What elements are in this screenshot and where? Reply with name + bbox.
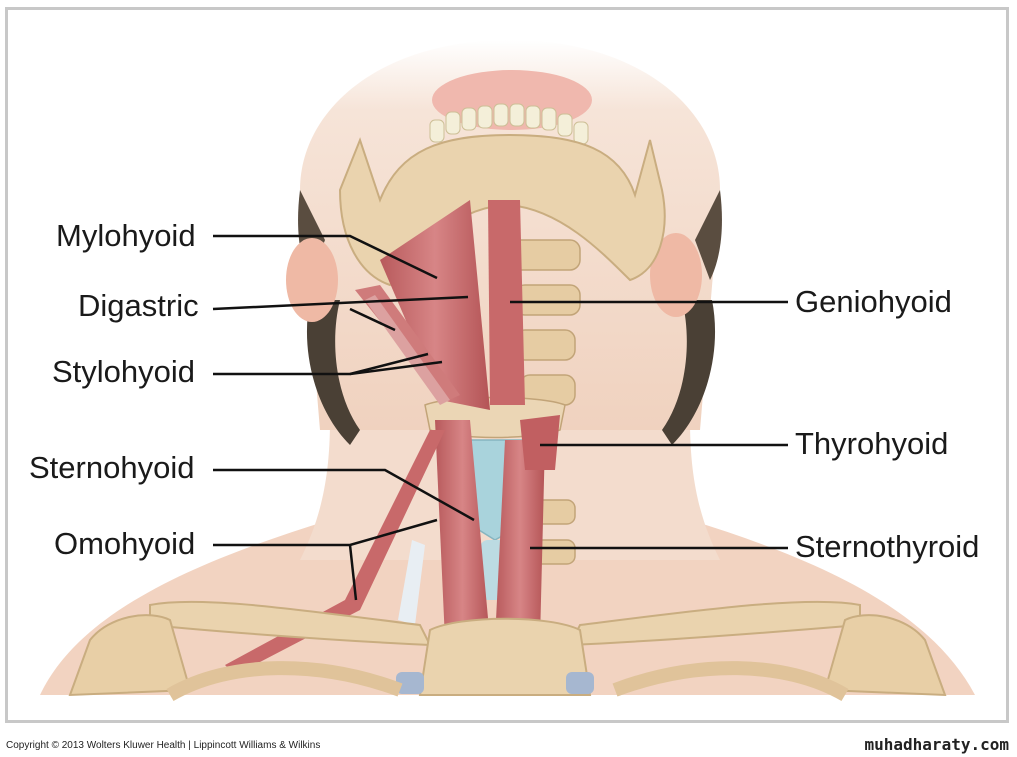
leader-digastric-b bbox=[349, 307, 396, 332]
hair-right bbox=[695, 190, 722, 280]
ear-right bbox=[650, 233, 702, 317]
copyright-notice: Copyright © 2013 Wolters Kluwer Health |… bbox=[6, 740, 321, 751]
beard-left bbox=[306, 300, 360, 445]
leader-stylohyoid-b bbox=[349, 360, 443, 376]
label-mylohyoid: Mylohyoid bbox=[56, 218, 196, 253]
sternohyoid-muscle bbox=[435, 420, 490, 640]
site-watermark: muhadharaty.com bbox=[864, 735, 1010, 754]
label-digastric: Digastric bbox=[78, 288, 199, 323]
rib-left bbox=[166, 661, 403, 702]
leader-lines bbox=[212, 234, 788, 601]
muscles bbox=[225, 200, 560, 675]
sternothyroid-muscle bbox=[495, 440, 545, 640]
leader-digastric-a bbox=[212, 295, 469, 311]
label-stylohyoid: Stylohyoid bbox=[52, 354, 196, 389]
leader-sternohyoid bbox=[213, 468, 475, 522]
geniohyoid-muscle bbox=[488, 200, 525, 405]
leader-omohyoid-b bbox=[348, 544, 358, 601]
manubrium bbox=[418, 617, 592, 696]
scapula-right bbox=[823, 614, 947, 697]
teeth bbox=[429, 103, 589, 145]
leader-mylohyoid bbox=[213, 234, 438, 280]
beard-right bbox=[662, 300, 716, 445]
label-sternohyoid: Sternohyoid bbox=[29, 450, 195, 485]
costal-cartilage-right bbox=[566, 672, 594, 694]
omohyoid-tendon bbox=[398, 540, 425, 625]
costal-cartilage-left bbox=[396, 672, 424, 694]
thyrohyoid-muscle bbox=[520, 415, 560, 470]
label-omohyoid: Omohyoid bbox=[54, 526, 196, 561]
mylohyoid-muscle bbox=[380, 200, 490, 410]
stylohyoid-muscle bbox=[365, 295, 450, 405]
scapula-left bbox=[68, 614, 192, 697]
omohyoid-muscle bbox=[225, 430, 445, 675]
rib-right bbox=[612, 661, 849, 702]
label-thyrohyoid: Thyrohyoid bbox=[795, 426, 949, 461]
ear-left bbox=[286, 238, 338, 322]
label-geniohyoid: Geniohyoid bbox=[795, 284, 952, 319]
label-sternothyroid: Sternothyroid bbox=[795, 529, 980, 564]
